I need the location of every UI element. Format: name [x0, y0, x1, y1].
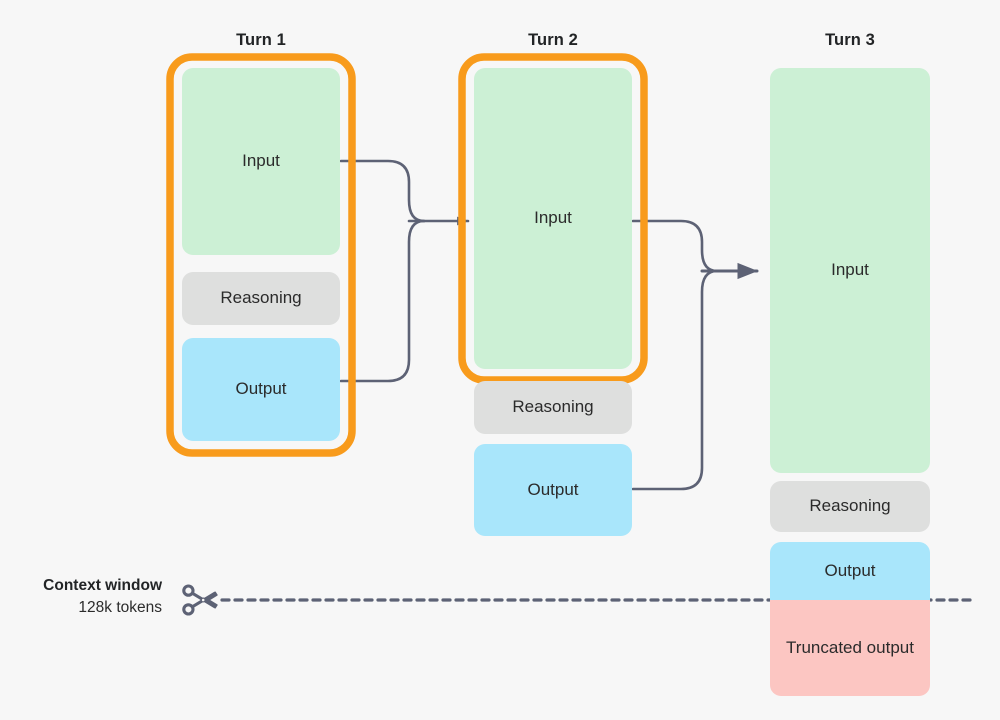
turn3-reasoning-label: Reasoning [809, 496, 891, 516]
turn2-output-label: Output [527, 479, 579, 499]
turn1-reasoning-label: Reasoning [220, 288, 302, 308]
scissors-icon [182, 584, 218, 616]
turn1-reasoning-block: Reasoning [182, 272, 340, 325]
connector-turn2-output-branch [631, 269, 719, 491]
connector-turn2-to-turn3 [631, 219, 759, 491]
turn2-reasoning-block: Reasoning [474, 381, 632, 434]
turn3-truncated-label: Truncated output [786, 637, 914, 657]
turn1-input-block: Input [182, 68, 340, 255]
turn1-output-block: Output [182, 338, 340, 441]
turn3-input-label: Input [831, 260, 869, 280]
turn3-output-label: Output [824, 560, 876, 580]
turn3-truncated-block: Truncated output [770, 600, 930, 696]
turn-3-title: Turn 3 [825, 31, 875, 49]
turn2-input-label: Input [534, 208, 572, 228]
turn2-output-block: Output [474, 444, 632, 536]
turn2-input-block: Input [474, 68, 632, 369]
turn2-reasoning-label: Reasoning [512, 397, 594, 417]
context-window-subtitle: 128k tokens [78, 599, 162, 617]
turn1-input-label: Input [242, 151, 280, 171]
connector-turn2-input-branch [631, 219, 719, 273]
turn3-output-block: Output [770, 542, 930, 600]
connector-turn1-to-turn2 [339, 159, 470, 383]
context-window-caption: Context window 128k tokens [0, 575, 162, 620]
turn-2-title: Turn 2 [528, 31, 578, 49]
context-window-title: Context window [43, 577, 162, 594]
turn-1-title: Turn 1 [236, 31, 286, 49]
connector-turn1-output-branch [339, 219, 426, 383]
highlight-frame-turn-1 [166, 53, 356, 457]
connector-turn1-input-branch [339, 159, 426, 223]
turn3-reasoning-block: Reasoning [770, 481, 930, 532]
highlight-frame-turn-2 [458, 53, 648, 384]
turn3-input-block: Input [770, 68, 930, 473]
turn1-output-label: Output [235, 379, 287, 399]
